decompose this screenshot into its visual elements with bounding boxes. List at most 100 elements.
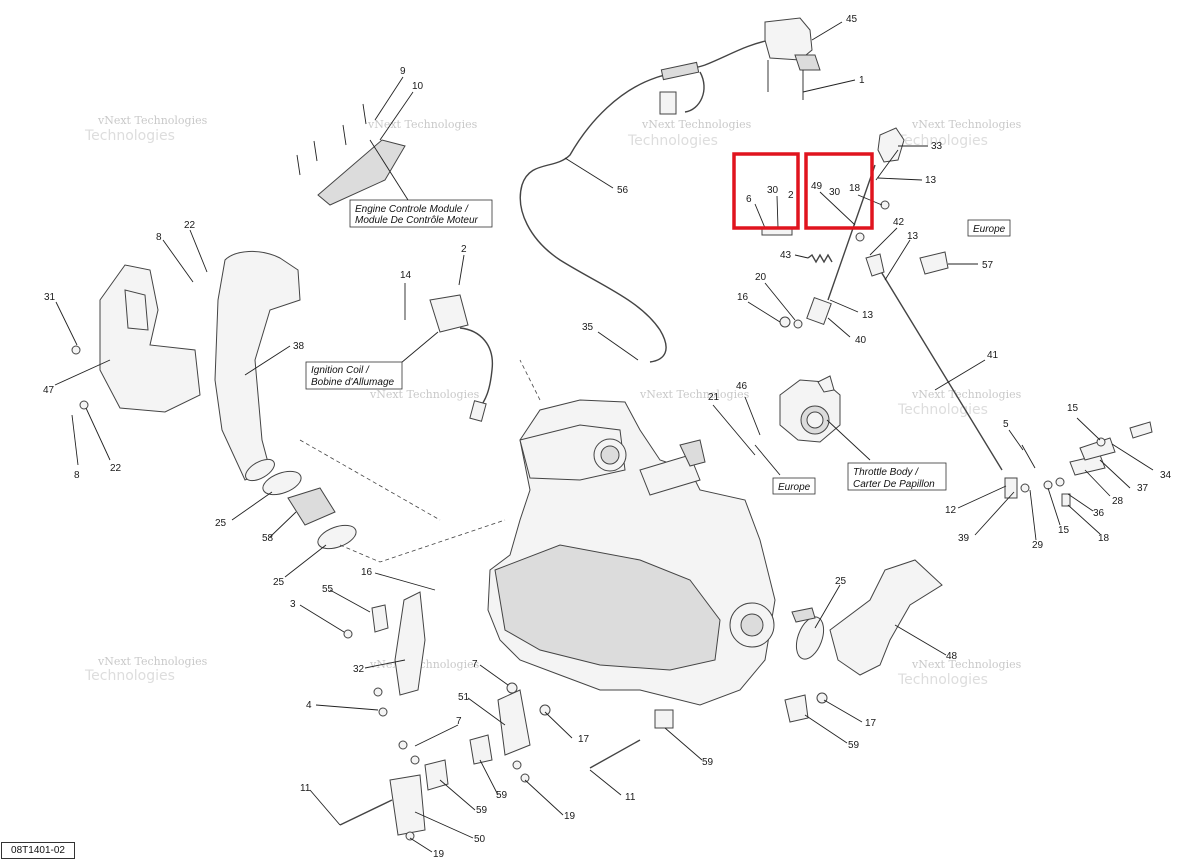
part-number: 32 [353,664,365,675]
callout-engine-module: Engine Controle Module / Module De Contr… [349,199,493,228]
part-number: 8 [74,470,80,481]
part-number: 11 [300,783,311,794]
part-number: 37 [1137,483,1149,494]
watermark-text: vNext Technologies [911,118,1022,131]
part-number: 42 [893,217,905,228]
part-number: 59 [496,790,508,801]
engine-assembly [487,359,776,706]
part-number: 36 [1093,508,1105,519]
part-number: 35 [582,322,594,333]
part-number: 12 [945,505,957,516]
part-number: 57 [982,260,994,271]
part-number: 6 [746,194,752,205]
throttle-cable [519,39,771,363]
engine-control-module [296,103,406,206]
throttle-body [779,375,841,443]
part-number: 25 [273,577,285,588]
right-intake-duct [791,559,943,676]
watermark-text: vNext Technologies [911,658,1022,671]
part-number: 50 [474,834,486,845]
throttle-control [764,17,821,100]
callout-text: Bobine d'Allumage [311,377,395,388]
part-number: 30 [767,185,779,196]
part-number: 22 [110,463,122,474]
part-numbers: 45 1 33 13 18 30 30 2 6 49 42 13 57 43 2… [43,14,1172,859]
part-number: 39 [958,533,970,544]
part-number: 59 [476,805,488,816]
callout-text: Throttle Body / [853,467,919,478]
part-number: 25 [835,576,847,587]
part-number: 16 [361,567,373,578]
part-number: 58 [262,533,274,544]
watermark-text: vNext Technologies [97,655,208,668]
part-number: 3 [290,599,296,610]
engine-mounts [339,591,828,841]
part-number: 40 [855,335,867,346]
clamps-boot [262,439,506,563]
watermark-text: vNext Technologies [369,658,480,671]
watermark-text: Technologies [84,668,175,684]
part-number: 5 [1003,419,1009,430]
callout-europe-mid: Europe [772,477,816,495]
watermark-text: Technologies [627,133,718,149]
part-number: 20 [755,272,767,283]
callout-text: Europe [778,482,811,493]
part-number: 46 [736,381,748,392]
part-number: 14 [400,270,412,281]
part-number: 51 [458,692,470,703]
part-number: 48 [946,651,958,662]
watermark-text: vNext Technologies [639,388,750,401]
ignition-coil [429,294,494,422]
watermark-text: Technologies [897,672,988,688]
part-number: 1 [859,75,865,86]
part-number: 45 [846,14,858,25]
part-number: 18 [849,183,861,194]
right-linkage-parts [1004,421,1153,507]
part-number: 17 [865,718,877,729]
part-number: 56 [617,185,629,196]
part-number: 30 [829,187,841,198]
heat-shield [71,264,201,413]
part-number: 13 [925,175,937,186]
part-number: 29 [1032,540,1044,551]
callout-ignition-coil: Ignition Coil / Bobine d'Allumage [305,361,403,390]
part-number: 13 [907,231,919,242]
leader-lines [54,21,1154,853]
part-number: 55 [322,584,334,595]
part-number: 41 [987,350,999,361]
part-number: 19 [433,849,445,859]
part-number: 9 [400,66,406,77]
part-number: 4 [306,700,312,711]
callout-text: Engine Controle Module / [355,204,469,215]
part-number: 33 [931,141,943,152]
throttle-linkage [761,127,1003,471]
part-number: 19 [564,811,576,822]
watermark-text: vNext Technologies [97,114,208,127]
diagram-code-label: 08T1401-02 [1,842,75,859]
part-number: 25 [215,518,227,529]
part-number: 28 [1112,496,1124,507]
highlight-box [804,152,874,230]
highlight-box [732,152,800,230]
part-number: 59 [848,740,860,751]
callout-text: Europe [973,224,1006,235]
part-number: 43 [780,250,792,261]
part-number: 47 [43,385,55,396]
callout-text: Ignition Coil / [311,365,370,376]
part-number: 59 [702,757,714,768]
part-number: 17 [578,734,590,745]
part-number: 15 [1058,525,1070,536]
part-number: 11 [625,792,636,803]
part-number: 7 [456,716,462,727]
part-number: 18 [1098,533,1110,544]
watermark-text: Technologies [897,133,988,149]
callout-europe-top: Europe [967,219,1011,237]
watermark-text: Technologies [897,402,988,418]
part-number: 31 [44,292,56,303]
callout-throttle-body: Throttle Body / Carter De Papillon [847,462,947,491]
part-number: 16 [737,292,749,303]
watermark-text: vNext Technologies [911,388,1022,401]
part-number: 49 [811,181,823,192]
part-number: 13 [862,310,874,321]
